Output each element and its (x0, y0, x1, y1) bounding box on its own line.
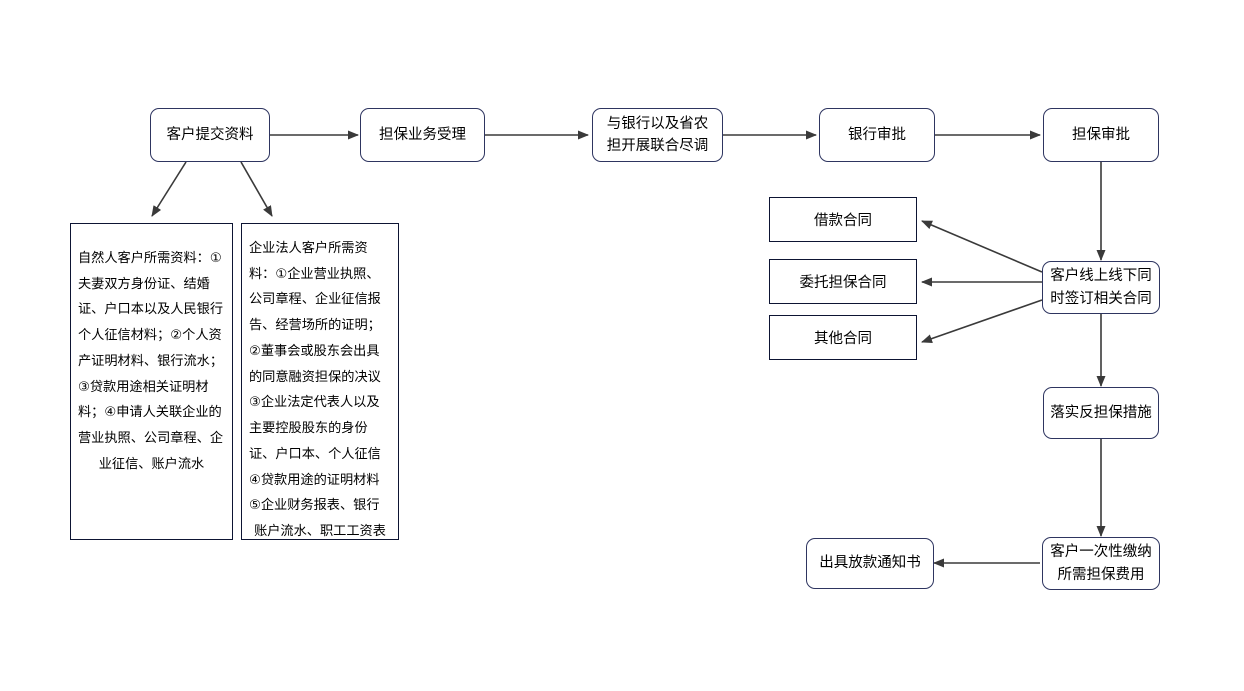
node-loan-contract-label: 借款合同 (814, 213, 872, 229)
node-guarantee-approval-label: 担保审批 (1072, 126, 1130, 143)
node-counter-guarantee-label: 落实反担保措施 (1050, 404, 1152, 421)
node-guarantee-intake-label: 担保业务受理 (379, 126, 466, 143)
node-pay-fee-label: 客户一次性缴纳 所需担保费用 (1050, 544, 1152, 583)
edge-signcontracts-to-loancontract (921, 220, 1043, 273)
node-sign-contracts-label: 客户线上线下同 时签订相关合同 (1050, 268, 1152, 307)
node-customer-submit[interactable]: 客户提交资料 (150, 108, 270, 162)
node-counter-guarantee[interactable]: 落实反担保措施 (1043, 387, 1159, 439)
node-pay-fee[interactable]: 客户一次性缴纳 所需担保费用 (1042, 537, 1160, 590)
node-bank-approval[interactable]: 银行审批 (819, 108, 935, 162)
node-other-contract-label: 其他合同 (814, 331, 872, 347)
node-other-contract[interactable]: 其他合同 (769, 315, 917, 360)
edge-submit-to-corporate (240, 161, 273, 217)
node-loan-contract[interactable]: 借款合同 (769, 197, 917, 242)
edge-signcontracts-to-othercontract (921, 299, 1043, 343)
node-joint-due-diligence-label: 与银行以及省农 担开展联合尽调 (606, 115, 709, 154)
node-natural-person-docs[interactable]: 自然人客户所需资料：①夫妻双方身份证、结婚证、户口本以及人民银行个人征信材料；②… (70, 223, 233, 540)
node-issue-loan-notice[interactable]: 出具放款通知书 (806, 538, 934, 589)
node-corporate-docs-label: 企业法人客户所需资料：①企业营业执照、公司章程、企业征信报告、经营场所的证明；②… (249, 241, 386, 540)
node-corporate-docs[interactable]: 企业法人客户所需资料：①企业营业执照、公司章程、企业征信报告、经营场所的证明；②… (241, 223, 399, 540)
node-guarantee-intake[interactable]: 担保业务受理 (360, 108, 485, 162)
node-guarantee-approval[interactable]: 担保审批 (1043, 108, 1159, 162)
node-entrusted-guarantee-contract[interactable]: 委托担保合同 (769, 259, 917, 304)
node-natural-person-docs-label: 自然人客户所需资料：①夫妻双方身份证、结婚证、户口本以及人民银行个人征信材料；②… (78, 251, 224, 472)
node-bank-approval-label: 银行审批 (848, 126, 906, 143)
node-joint-due-diligence[interactable]: 与银行以及省农 担开展联合尽调 (592, 108, 723, 162)
node-entrusted-guarantee-contract-label: 委托担保合同 (799, 275, 887, 291)
node-customer-submit-label: 客户提交资料 (166, 126, 254, 143)
node-issue-loan-notice-label: 出具放款通知书 (819, 555, 921, 572)
node-sign-contracts[interactable]: 客户线上线下同 时签订相关合同 (1042, 261, 1160, 314)
edge-submit-to-naturalperson (151, 161, 187, 217)
